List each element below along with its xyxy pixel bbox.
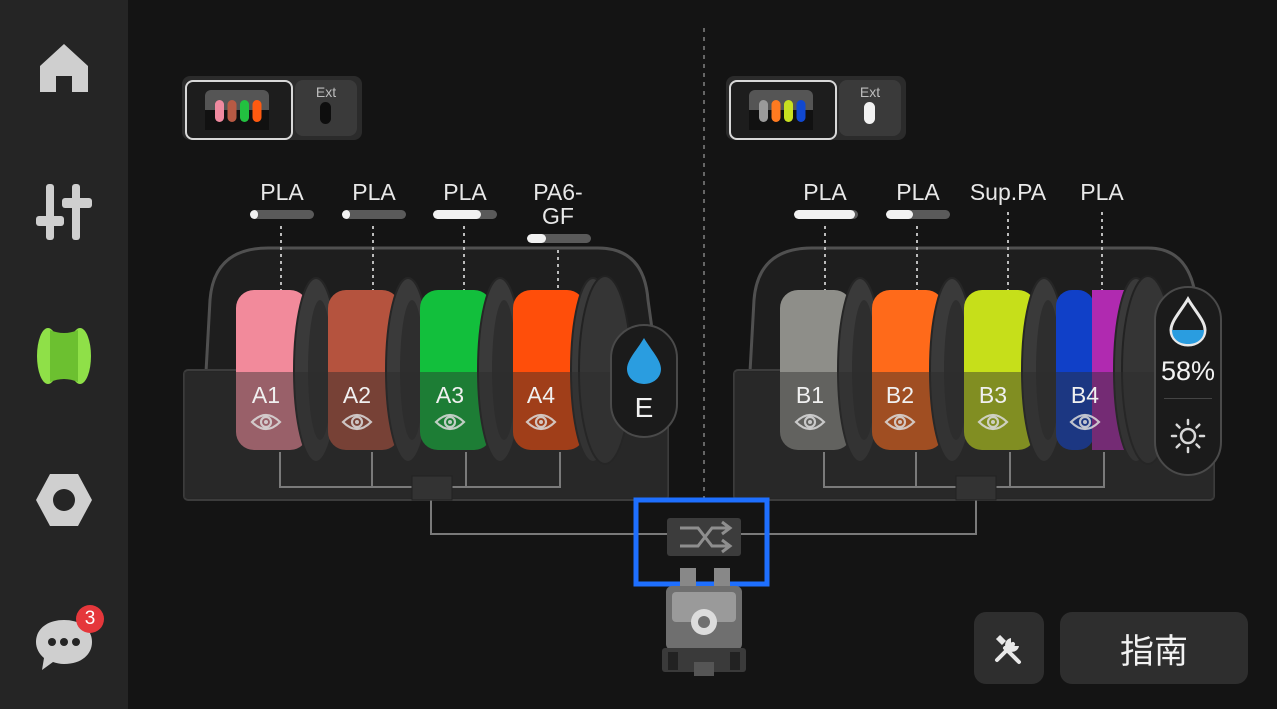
spool-a3[interactable] xyxy=(420,277,523,463)
tab-color-dot xyxy=(252,100,262,122)
chat-bubble-icon xyxy=(36,620,92,670)
spool-b3[interactable] xyxy=(964,277,1067,463)
tab-color-dot xyxy=(771,100,781,122)
water-drop-icon xyxy=(627,338,661,384)
slot-a4[interactable]: A4 xyxy=(526,382,556,408)
home-icon xyxy=(40,44,88,92)
nav-controls[interactable] xyxy=(0,162,128,262)
eye-icon[interactable] xyxy=(794,410,826,439)
slot-b2-remaining-bar xyxy=(886,210,950,219)
left-humidity-indicator[interactable]: E xyxy=(610,324,678,438)
slot-a2-material: PLA xyxy=(352,179,396,205)
sun-icon xyxy=(1170,418,1206,454)
ams-unit-icon xyxy=(749,90,813,130)
ams-unit-icon xyxy=(205,90,269,130)
ext-label: Ext xyxy=(859,84,881,100)
nav-settings[interactable] xyxy=(0,450,128,550)
eye-icon[interactable] xyxy=(884,410,916,439)
slot-b1-remaining-bar xyxy=(794,210,858,219)
slot-a1-material: PLA xyxy=(260,179,304,205)
slot-b1-material: PLA xyxy=(803,179,847,205)
slot-b3-material: Sup.PA xyxy=(969,179,1047,205)
ams-diagram xyxy=(183,28,1215,676)
eye-icon[interactable] xyxy=(525,410,557,439)
ext-spool-icon xyxy=(320,102,331,124)
slot-b4-material: PLA xyxy=(1080,179,1124,205)
slot-a3-remaining-bar xyxy=(433,210,497,219)
slot-a1-remaining-bar xyxy=(250,210,314,219)
right-humidity-indicator[interactable]: 58% xyxy=(1154,286,1222,476)
water-drop-icon xyxy=(1169,296,1207,347)
slot-a3[interactable]: A3 xyxy=(435,382,465,408)
slot-b3[interactable]: B3 xyxy=(978,382,1008,408)
sidebar: 3 xyxy=(0,0,128,709)
spool-a1[interactable] xyxy=(236,277,339,463)
slot-b1[interactable]: B1 xyxy=(795,382,825,408)
nav-home[interactable] xyxy=(0,18,128,118)
left-unit-tab-ext[interactable]: Ext xyxy=(295,80,357,136)
messages-badge: 3 xyxy=(76,605,104,633)
eye-icon[interactable] xyxy=(977,410,1009,439)
slot-a4-remaining-bar xyxy=(527,234,591,243)
ext-spool-icon xyxy=(864,102,875,124)
eye-icon[interactable] xyxy=(341,410,373,439)
slot-b4[interactable]: B4 xyxy=(1070,382,1100,408)
tab-color-dot xyxy=(784,100,793,122)
ext-label: Ext xyxy=(315,84,337,100)
sliders-icon xyxy=(36,184,92,240)
slot-b2-material: PLA xyxy=(896,179,940,205)
hex-nut-icon xyxy=(36,474,92,526)
ams-overview: Ext Ext PLA PLA PLA PA6- GF PLA PLA Sup.… xyxy=(128,0,1277,709)
guide-button[interactable]: 指南 xyxy=(1060,612,1248,684)
tab-color-dot xyxy=(759,100,768,122)
left-unit-tab-ams[interactable] xyxy=(185,80,293,140)
shuffle-icon xyxy=(680,526,728,548)
slot-b2[interactable]: B2 xyxy=(885,382,915,408)
eye-icon[interactable] xyxy=(434,410,466,439)
eye-icon[interactable] xyxy=(250,410,282,439)
spool-b1[interactable] xyxy=(780,277,883,463)
slot-a2[interactable]: A2 xyxy=(342,382,372,408)
filament-spool-icon xyxy=(37,328,91,384)
filament-switch-highlight[interactable] xyxy=(633,497,770,587)
humidity-level: E xyxy=(634,392,654,423)
tools-button[interactable] xyxy=(974,612,1044,684)
tab-color-dot xyxy=(796,100,806,122)
tab-color-dot xyxy=(227,100,237,122)
nav-filament[interactable] xyxy=(0,306,128,406)
toolhead xyxy=(662,568,746,676)
eye-icon[interactable] xyxy=(1069,410,1101,439)
left-hub xyxy=(411,475,453,501)
right-unit-tab-ext[interactable]: Ext xyxy=(839,80,901,136)
slot-a4-material: PA6- GF xyxy=(533,179,583,229)
slot-a3-material: PLA xyxy=(443,179,487,205)
nav-messages[interactable]: 3 xyxy=(0,594,128,694)
right-unit-tabs: Ext xyxy=(726,76,906,140)
guide-button-label: 指南 xyxy=(1120,631,1188,672)
slot-a1[interactable]: A1 xyxy=(251,382,281,408)
tab-color-dot xyxy=(215,100,224,122)
right-unit-tab-ams[interactable] xyxy=(729,80,837,140)
left-unit-tabs: Ext xyxy=(182,76,362,140)
spool-a2[interactable] xyxy=(328,277,431,463)
tab-color-dot xyxy=(240,100,249,122)
slot-a2-remaining-bar xyxy=(342,210,406,219)
humidity-percent: 58% xyxy=(1160,356,1216,386)
tools-icon xyxy=(995,634,1021,664)
right-hub xyxy=(955,475,997,501)
